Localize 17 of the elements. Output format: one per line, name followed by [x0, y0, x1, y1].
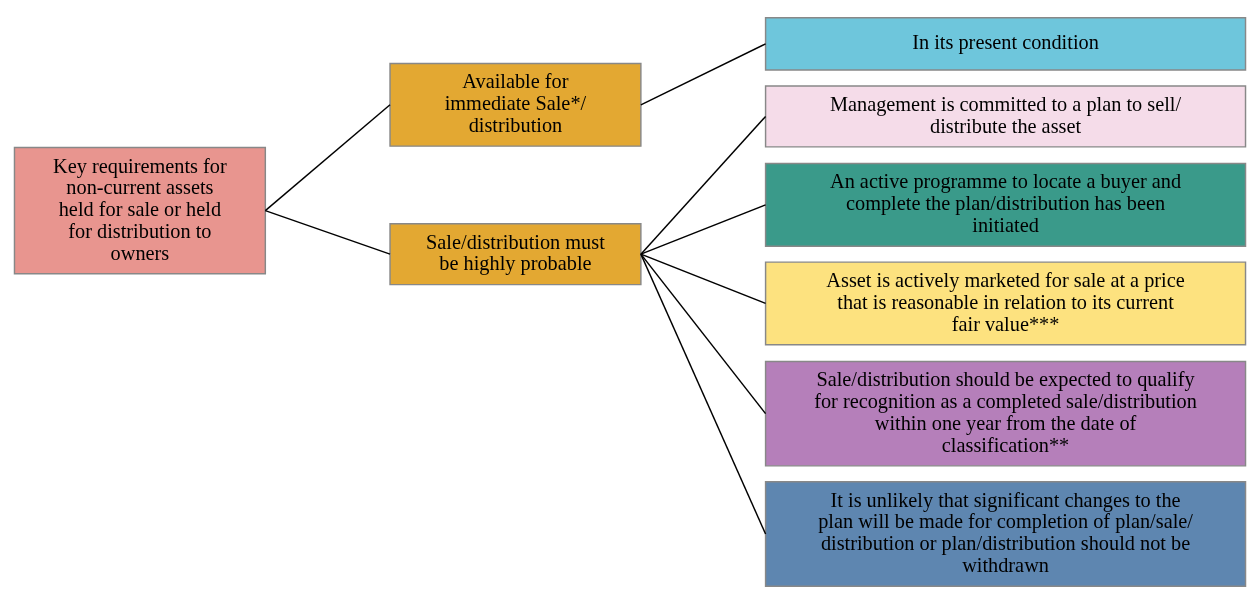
connector: [640, 252, 767, 414]
node-box: Sale/distribution must be highly probable: [389, 222, 642, 285]
connector: [264, 209, 391, 255]
node-box: Management is committed to a plan to sell/ distribute the asset: [764, 84, 1247, 148]
node-box: Sale/distribution should be expected to qualify for recognition as a completed sale/distribution within one year from the date of classification**: [764, 360, 1247, 467]
node-box: Available for immediate Sale*/ distribution: [389, 62, 642, 147]
connector: [640, 203, 767, 255]
connector: [640, 42, 767, 106]
connector: [640, 252, 767, 535]
node-box: In its present condition: [764, 16, 1247, 71]
node-box: An active programme to locate a buyer and complete the plan/distribution has been initiated: [764, 162, 1247, 247]
connector: [640, 252, 767, 304]
node-box: Key requirements for non-current assets held for sale or held for distribution to owners: [13, 146, 267, 274]
node-box: It is unlikely that significant changes to the plan will be made for completion of plan/sale/ distribution or plan/distribution should not be withdrawn: [764, 480, 1247, 587]
connector: [264, 103, 391, 211]
connector: [640, 115, 767, 255]
node-box: Asset is actively marketed for sale at a price that is reasonable in relation to its current fair value***: [764, 260, 1247, 345]
